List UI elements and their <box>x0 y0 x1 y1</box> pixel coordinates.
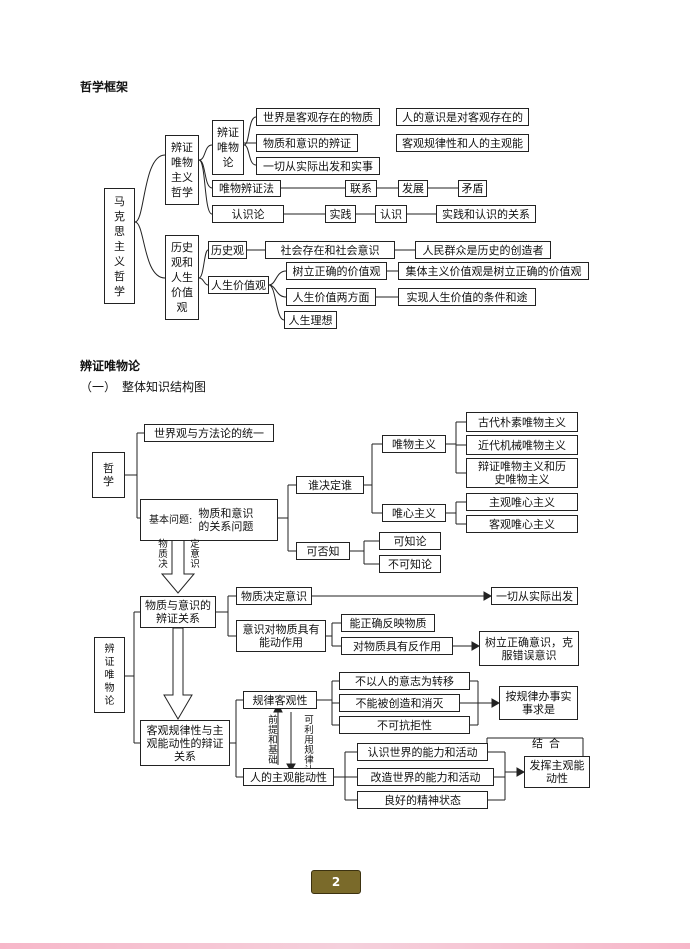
establish-correct-node: 树立正确意识，克服错误意识 <box>479 631 579 666</box>
subjective-idealism-node: 主观唯心主义 <box>466 493 578 511</box>
ancient-materialism-node: 古代朴素唯物主义 <box>466 412 578 432</box>
section-heading: 辨证唯物论 <box>80 359 141 373</box>
objective-idealism-node: 客观唯心主义 <box>466 515 578 533</box>
consciousness-reacts-node: 意识对物质具有能动作用 <box>236 620 326 652</box>
matter-decides-label: 物质决 <box>158 539 168 570</box>
materialist-dialectics-node: 唯物辨证法 <box>212 180 281 197</box>
premise-basis-label: 前提和基础 <box>268 715 278 766</box>
react-on-matter-node: 对物质具有反作用 <box>341 637 453 655</box>
development-node: 发展 <box>398 180 428 197</box>
materialism-node: 唯物主义 <box>382 435 446 453</box>
framework-heading: 哲学框架 <box>80 80 129 94</box>
practice-cognition-relation-node: 实践和认识的关系 <box>436 205 536 223</box>
knowable-node: 可否知 <box>296 542 350 560</box>
collectivism-node: 集体主义价值观是树立正确的价值观 <box>398 262 589 280</box>
dialectical-materialism-node: 辨证唯物论 <box>94 637 125 713</box>
decides-consciousness-label: 定意识 <box>190 539 200 570</box>
change-world-node: 改造世界的能力和活动 <box>357 768 494 786</box>
page-number: 2 <box>311 870 361 894</box>
correctly-reflect-node: 能正确反映物质 <box>341 614 435 632</box>
irresistible-node: 不可抗拒性 <box>339 716 470 734</box>
philosophy-node: 哲学 <box>92 452 125 498</box>
independent-of-will-node: 不以人的意志为转移 <box>339 672 470 690</box>
human-consciousness-node: 人的意识是对客观存在的 <box>396 108 529 126</box>
idealism-node: 唯心主义 <box>382 504 446 522</box>
two-aspects-node: 人生价值两方面 <box>286 288 376 306</box>
dialectical-materialism-philosophy-node: 辨证唯物主义哲学 <box>165 135 199 205</box>
cannot-create-node: 不能被创造和消灭 <box>339 694 460 712</box>
cognition-node: 认识 <box>375 205 407 223</box>
modern-mechanical-node: 近代机械唯物主义 <box>466 435 578 455</box>
proceed-from-reality-node: 一切从实际出发 <box>491 587 578 605</box>
good-spirit-node: 良好的精神状态 <box>357 791 488 809</box>
contradiction-node: 矛盾 <box>458 180 487 197</box>
law-objectivity-node: 规律客观性 <box>243 691 317 709</box>
subsection-heading: （一） 整体知识结构图 <box>80 380 207 394</box>
knowable-yes-node: 可知论 <box>379 532 441 550</box>
people-create-history-node: 人民群众是历史的创造者 <box>415 241 551 259</box>
historical-view-node: 历史观 <box>208 241 247 259</box>
dialectical-historical-node: 辩证唯物主义和历史唯物主义 <box>466 458 578 488</box>
practice-node: 实践 <box>325 205 356 223</box>
exert-initiative-node: 发挥主观能动性 <box>524 756 590 788</box>
objective-subjective-relation-node: 客观规律性与主观能动性的辩证关系 <box>140 720 230 766</box>
life-values-node: 人生价值观 <box>208 276 269 294</box>
act-by-law-node: 按规律办事实事求是 <box>499 686 578 720</box>
dialectical-materialism-node: 辨证唯物论 <box>212 120 244 175</box>
framework-root: 马克思主义哲学 <box>104 188 135 304</box>
subjective-initiative-node: 人的主观能动性 <box>243 768 334 786</box>
bottom-decorative-strip <box>0 943 690 949</box>
historical-life-values-node: 历史观和人生价值观 <box>165 235 199 320</box>
epistemology-node: 认识论 <box>212 205 284 223</box>
world-material-node: 世界是客观存在的物质 <box>256 108 380 126</box>
basic-question-node: 基本问题: 物质和意识的关系问题 <box>140 499 278 541</box>
combine-label: 结合 <box>532 737 566 750</box>
worldview-methodology-node: 世界观与方法论的统一 <box>144 424 274 442</box>
matter-decides-consciousness-node: 物质决定意识 <box>236 587 312 605</box>
connection-node: 联系 <box>345 180 377 197</box>
correct-values-node: 树立正确的价值观 <box>286 262 387 280</box>
knowable-no-node: 不可知论 <box>379 555 441 573</box>
life-ideal-node: 人生理想 <box>284 311 337 329</box>
realize-conditions-node: 实现人生价值的条件和途 <box>398 288 536 306</box>
social-existence-node: 社会存在和社会意识 <box>265 241 395 259</box>
who-decides-node: 谁决定谁 <box>296 476 364 494</box>
proceed-from-reality-node: 一切从实际出发和实事 <box>256 157 380 175</box>
matter-consciousness-dialectic-node: 物质和意识的辨证 <box>256 134 358 152</box>
matter-consciousness-dialectic-node: 物质与意识的辨证关系 <box>140 596 216 628</box>
know-world-node: 认识世界的能力和活动 <box>357 743 488 761</box>
objective-law-subjective-node: 客观规律性和人的主观能 <box>396 134 529 152</box>
